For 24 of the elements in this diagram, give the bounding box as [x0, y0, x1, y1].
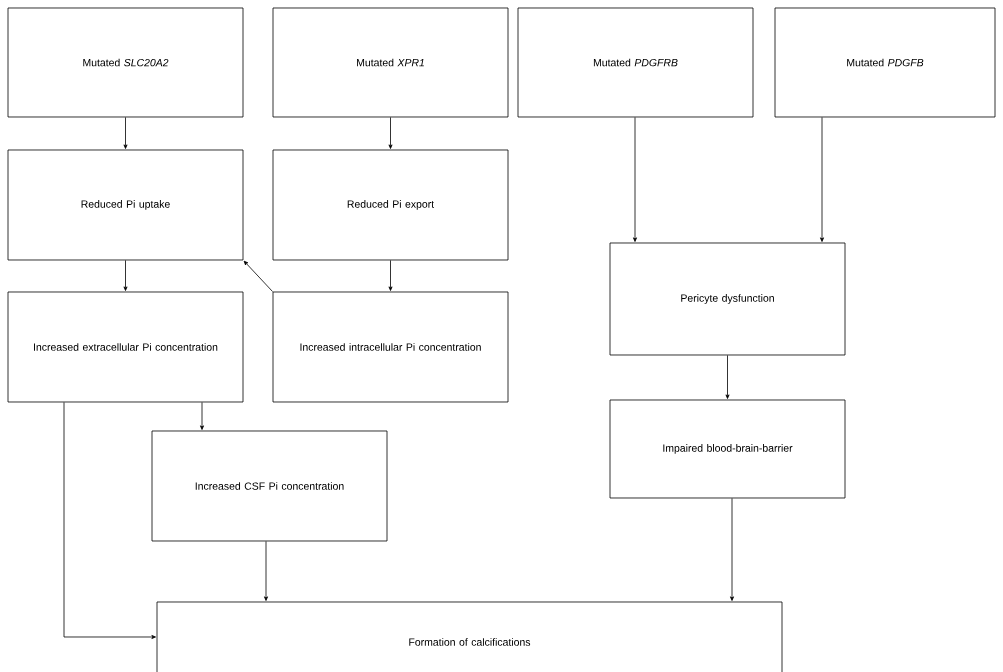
process-box: Mutated XPR1 — [272, 7, 509, 118]
process-box: Formation of calcifications — [156, 601, 783, 672]
process-box: Increased extracellular Pi concentration — [7, 291, 244, 403]
process-box: Increased CSF Pi concentration — [151, 430, 388, 542]
process-box: Mutated PDGFRB — [517, 7, 754, 118]
arrow — [730, 498, 734, 601]
arrow — [63, 402, 156, 639]
arrow — [820, 117, 824, 242]
arrow — [264, 541, 268, 601]
arrow — [123, 260, 128, 291]
process-box: Mutated PDGFB — [774, 7, 996, 118]
arrow — [388, 117, 393, 149]
arrow — [388, 260, 393, 291]
process-box: Impaired blood-brain-barrier — [609, 399, 846, 499]
process-box: Pericyte dysfunction — [609, 242, 846, 356]
arrow — [200, 402, 204, 430]
process-box: Mutated SLC20A2 — [7, 7, 244, 118]
process-box: Increased intracellular Pi concentration — [272, 291, 509, 403]
process-box: Reduced Pi uptake — [7, 149, 244, 261]
arrow — [243, 260, 273, 292]
arrow — [123, 117, 128, 149]
arrow — [633, 117, 637, 242]
arrow — [725, 355, 730, 399]
process-box: Reduced Pi export — [272, 149, 509, 261]
